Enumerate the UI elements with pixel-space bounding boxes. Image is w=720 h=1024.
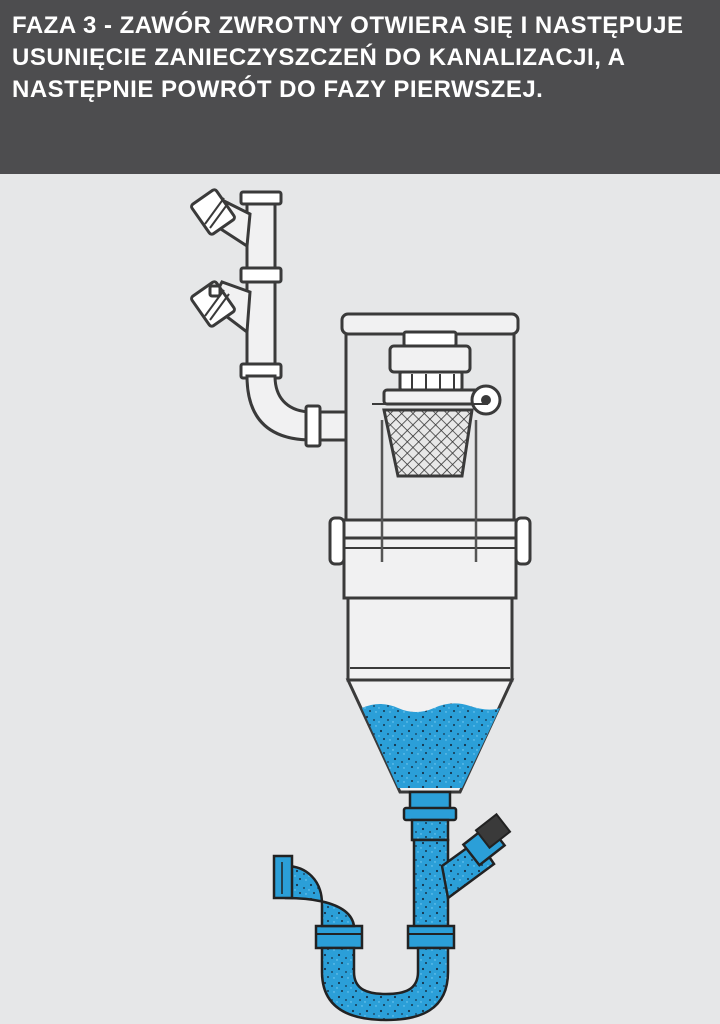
separator-diagram bbox=[190, 188, 532, 1022]
header-bar: FAZA 3 - ZAWÓR ZWROTNY OTWIERA SIĘ I NAS… bbox=[0, 0, 720, 174]
wastewater-fill bbox=[362, 703, 500, 788]
separator-drum bbox=[328, 312, 532, 794]
outlet-siphon bbox=[272, 790, 512, 1022]
phase-title: FAZA 3 - ZAWÓR ZWROTNY OTWIERA SIĘ I NAS… bbox=[12, 12, 684, 103]
filter-basket bbox=[382, 408, 474, 478]
